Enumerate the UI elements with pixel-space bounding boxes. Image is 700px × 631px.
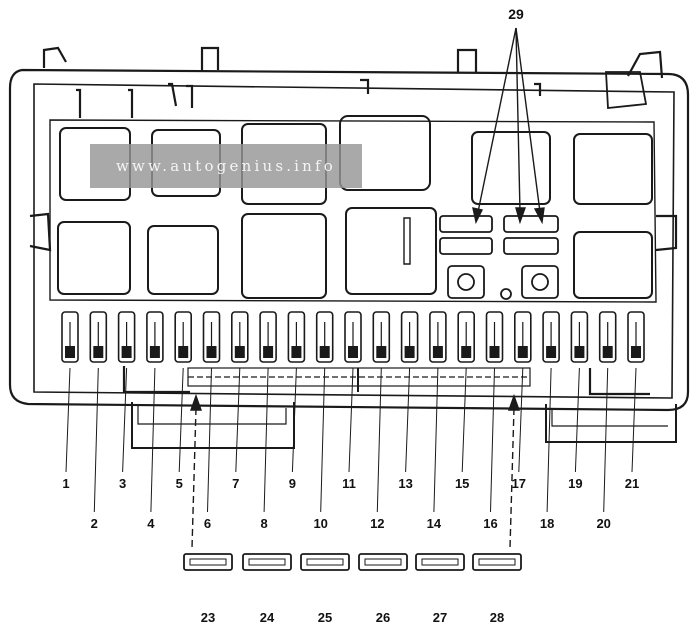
leader-3 bbox=[122, 367, 128, 473]
callout-29-label: 29 bbox=[508, 6, 524, 22]
leader-11 bbox=[348, 367, 354, 473]
spare-fuse-27 bbox=[415, 553, 465, 571]
spare-label-25: 25 bbox=[317, 610, 333, 625]
fuse-label-10: 10 bbox=[313, 516, 328, 531]
spare-label-27: 27 bbox=[432, 610, 448, 625]
leader-15 bbox=[461, 367, 467, 473]
fuse-label-17: 17 bbox=[511, 476, 527, 491]
leader-16 bbox=[490, 367, 495, 513]
fuse-8 bbox=[259, 311, 277, 363]
fuse-16 bbox=[485, 311, 504, 363]
fuse-5 bbox=[174, 311, 192, 363]
fuse-label-2: 2 bbox=[90, 516, 98, 531]
leader-9 bbox=[291, 367, 297, 473]
fuse-rail bbox=[187, 367, 531, 392]
leader-5 bbox=[178, 367, 184, 473]
spare-pointers bbox=[190, 393, 520, 549]
fuse-6 bbox=[202, 311, 221, 363]
spare-fuse-23 bbox=[183, 553, 233, 571]
leader-4 bbox=[150, 367, 156, 513]
fuse-label-11: 11 bbox=[342, 476, 356, 491]
watermark-banner: www.autogenius.info bbox=[90, 144, 362, 188]
leader-14 bbox=[433, 367, 439, 513]
leader-12 bbox=[376, 367, 382, 513]
leader-17 bbox=[518, 367, 524, 473]
leader-13 bbox=[405, 367, 411, 473]
fuse-17 bbox=[513, 311, 532, 363]
leader-7 bbox=[235, 367, 241, 473]
fuse-20 bbox=[598, 311, 617, 363]
fuse-label-21: 21 bbox=[624, 476, 640, 491]
fuse-label-18: 18 bbox=[539, 516, 555, 531]
fuse-label-20: 20 bbox=[596, 516, 611, 531]
leader-19 bbox=[574, 367, 580, 473]
leader-20 bbox=[603, 367, 609, 513]
spare-label-28: 28 bbox=[489, 610, 505, 625]
spare-fuse-24 bbox=[242, 553, 292, 571]
fuse-label-3: 3 bbox=[118, 476, 127, 491]
leader-10 bbox=[320, 367, 326, 513]
leader-6 bbox=[207, 367, 212, 513]
leader-18 bbox=[546, 367, 552, 513]
spare-fuse-25 bbox=[300, 553, 350, 571]
fuse-7 bbox=[231, 311, 249, 363]
fuse-9 bbox=[287, 311, 306, 363]
fuse-label-12: 12 bbox=[370, 516, 385, 531]
fuse-label-1: 1 bbox=[62, 476, 70, 491]
fuse-1 bbox=[61, 311, 79, 363]
fuse-label-8: 8 bbox=[260, 516, 268, 531]
fuse-label-5: 5 bbox=[175, 476, 183, 491]
leader-21 bbox=[631, 367, 637, 473]
fuse-10 bbox=[315, 311, 334, 363]
fuse-11 bbox=[344, 311, 362, 363]
fuse-label-13: 13 bbox=[398, 476, 413, 491]
spare-label-23: 23 bbox=[200, 610, 216, 625]
leader-1 bbox=[65, 367, 71, 473]
fuse-label-16: 16 bbox=[483, 516, 498, 531]
fuse-row bbox=[61, 311, 645, 363]
fuse-label-15: 15 bbox=[454, 476, 470, 491]
leader-lines bbox=[65, 367, 637, 513]
spare-label-26: 26 bbox=[375, 610, 391, 625]
fuse-18 bbox=[542, 311, 560, 363]
fuse-19 bbox=[570, 311, 589, 363]
spare-fuses bbox=[183, 553, 522, 571]
leader-8 bbox=[263, 367, 269, 513]
fuse-21 bbox=[627, 311, 645, 363]
fuse-12 bbox=[372, 311, 391, 363]
leader-2 bbox=[93, 367, 99, 513]
callout-29-arrows bbox=[472, 27, 545, 225]
fuse-label-4: 4 bbox=[147, 516, 155, 531]
fuse-label-6: 6 bbox=[203, 516, 212, 531]
fuse-label-14: 14 bbox=[426, 516, 442, 531]
maxi-fuses bbox=[439, 215, 559, 300]
relays bbox=[57, 115, 653, 299]
fuse-label-19: 19 bbox=[568, 476, 583, 491]
fuse-3 bbox=[117, 311, 136, 363]
fuse-label-9: 9 bbox=[288, 476, 297, 491]
fuse-15 bbox=[457, 311, 476, 363]
spare-fuse-28 bbox=[472, 553, 522, 571]
spare-label-24: 24 bbox=[259, 610, 275, 625]
fuse-2 bbox=[89, 311, 108, 363]
fuse-4 bbox=[146, 311, 164, 363]
fuse-13 bbox=[400, 311, 419, 363]
spare-fuse-26 bbox=[358, 553, 408, 571]
housing bbox=[8, 46, 690, 449]
fuse-14 bbox=[429, 311, 447, 363]
fuse-label-7: 7 bbox=[232, 476, 240, 491]
